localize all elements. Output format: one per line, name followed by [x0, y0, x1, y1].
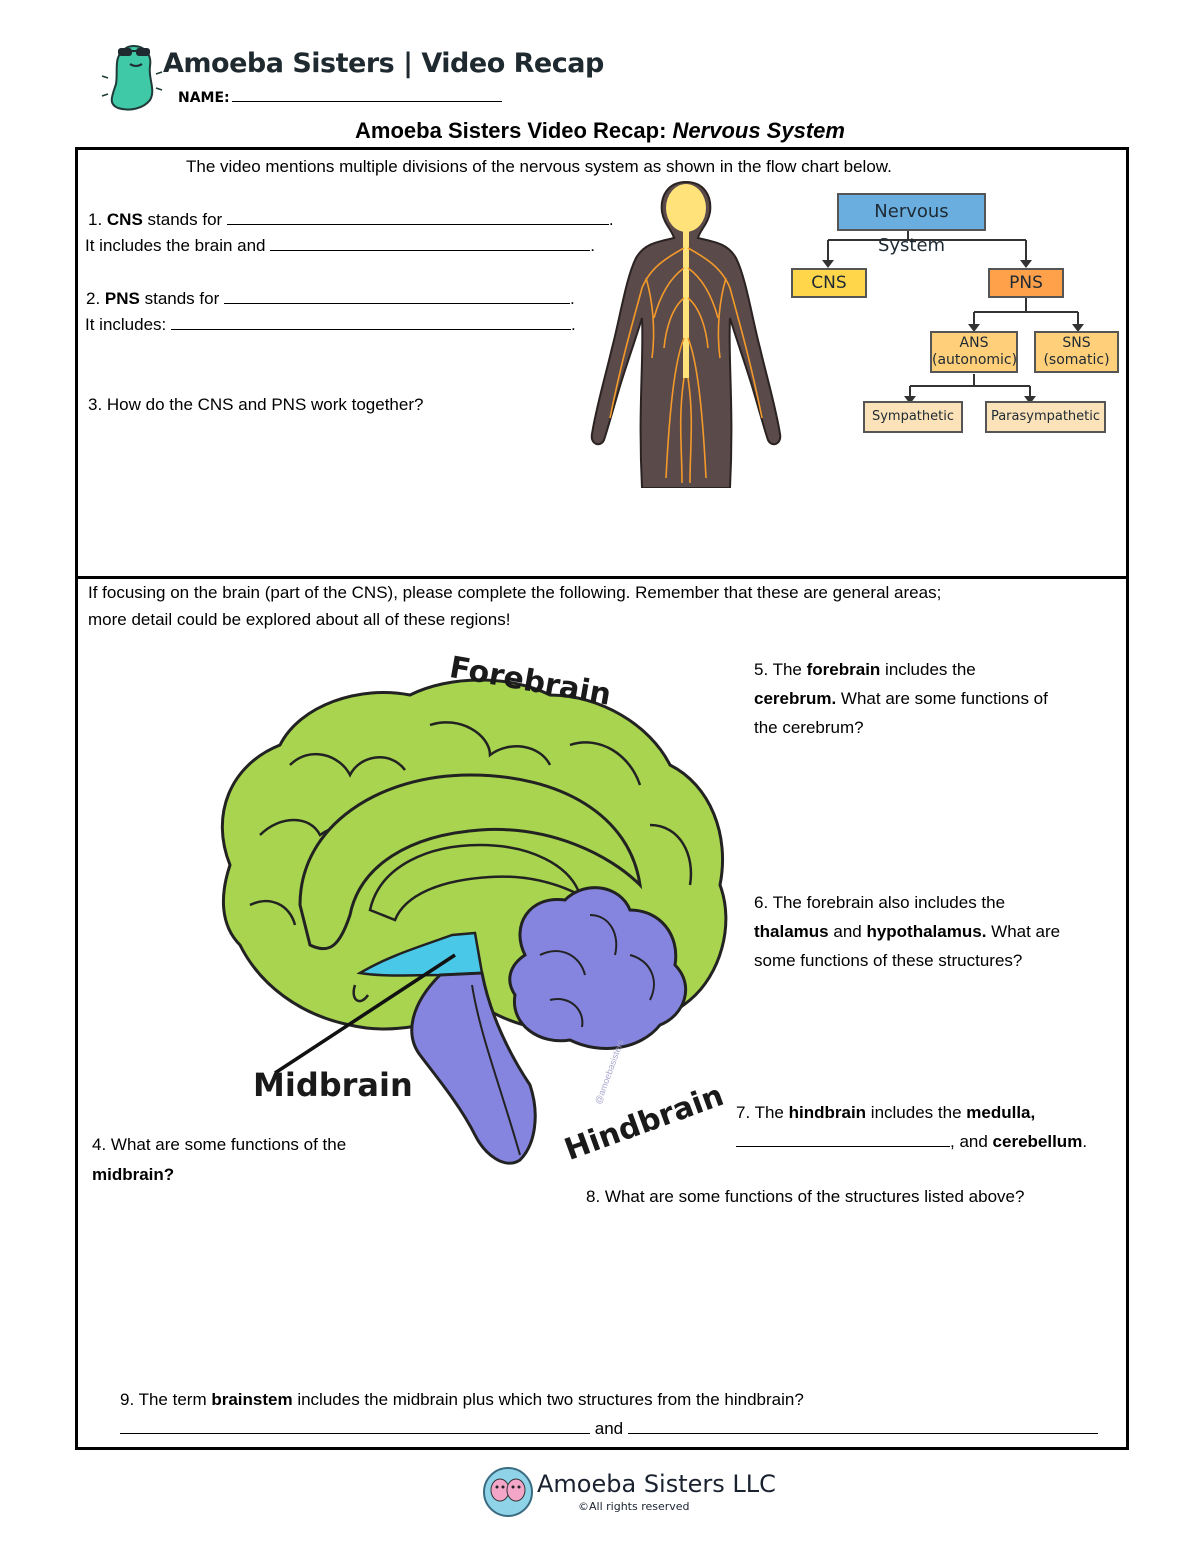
nervous-system-body-illustration — [586, 178, 786, 489]
question-2-part2: It includes: . — [85, 314, 576, 334]
q6-answer-area[interactable] — [754, 978, 1114, 1088]
section2-intro-line1: If focusing on the brain (part of the CN… — [88, 583, 942, 602]
label-midbrain: Midbrain — [253, 1066, 413, 1104]
question-6: 6. The forebrain also includes the thala… — [754, 893, 1061, 970]
flowchart-sns: SNS(somatic) — [1034, 331, 1119, 373]
footer-company: Amoeba Sisters LLC — [537, 1470, 776, 1498]
q4-answer-area[interactable] — [92, 1190, 562, 1380]
q9-answer-line-1[interactable] — [120, 1418, 590, 1434]
question-9: 9. The term brainstem includes the midbr… — [120, 1390, 804, 1409]
q5-answer-area[interactable] — [754, 745, 1114, 875]
logo-title: Amoeba Sisters | Video Recap — [163, 48, 604, 79]
flowchart-pns: PNS — [988, 268, 1064, 298]
title-main: Amoeba Sisters Video Recap: — [355, 118, 673, 143]
flowchart-connectors — [822, 230, 1084, 404]
name-field[interactable] — [232, 101, 502, 102]
question-1: 1. CNS stands for . — [88, 209, 614, 229]
flowchart-cns: CNS — [791, 268, 867, 298]
section1-intro: The video mentions multiple divisions of… — [186, 157, 892, 176]
amoeba-sisters-footer-logo — [482, 1466, 534, 1518]
question-3: 3. How do the CNS and PNS work together? — [88, 395, 424, 414]
q3-answer-area[interactable] — [88, 420, 588, 570]
page-title: Amoeba Sisters Video Recap: Nervous Syst… — [0, 118, 1200, 144]
flowchart-ans: ANS(autonomic) — [930, 331, 1018, 373]
title-topic: Nervous System — [672, 118, 845, 143]
brain-illustration — [190, 655, 750, 1175]
flowchart-nervous-system: Nervous System — [837, 193, 986, 256]
q2-part2-answer-line[interactable] — [171, 314, 571, 330]
question-5: 5. The forebrain includes the cerebrum. … — [754, 660, 1048, 737]
question-2: 2. PNS stands for . — [86, 288, 575, 308]
q1-part2-answer-line[interactable] — [270, 235, 591, 251]
amoeba-logo — [100, 38, 164, 112]
question-8: 8. What are some functions of the struct… — [586, 1187, 1025, 1206]
q8-answer-area[interactable] — [586, 1215, 1106, 1380]
flowchart-sympathetic: Sympathetic — [863, 401, 963, 433]
footer-rights: ©All rights reserved — [578, 1500, 690, 1513]
question-9-answers: and — [120, 1418, 1098, 1440]
section-brain-box — [75, 576, 1129, 1450]
section2-intro-line2: more detail could be explored about all … — [88, 610, 511, 629]
flowchart-parasympathetic: Parasympathetic — [985, 401, 1106, 433]
q1-answer-line[interactable] — [226, 209, 609, 225]
question-7: 7. The hindbrain includes the medulla, ,… — [736, 1103, 1088, 1151]
q7-answer-line[interactable] — [736, 1131, 950, 1147]
q9-answer-line-2[interactable] — [627, 1418, 1098, 1434]
name-label: NAME: — [178, 90, 230, 106]
question-1-part2: It includes the brain and . — [85, 235, 595, 255]
q2-answer-line[interactable] — [223, 288, 570, 304]
question-4: 4. What are some functions of the midbra… — [92, 1135, 347, 1184]
